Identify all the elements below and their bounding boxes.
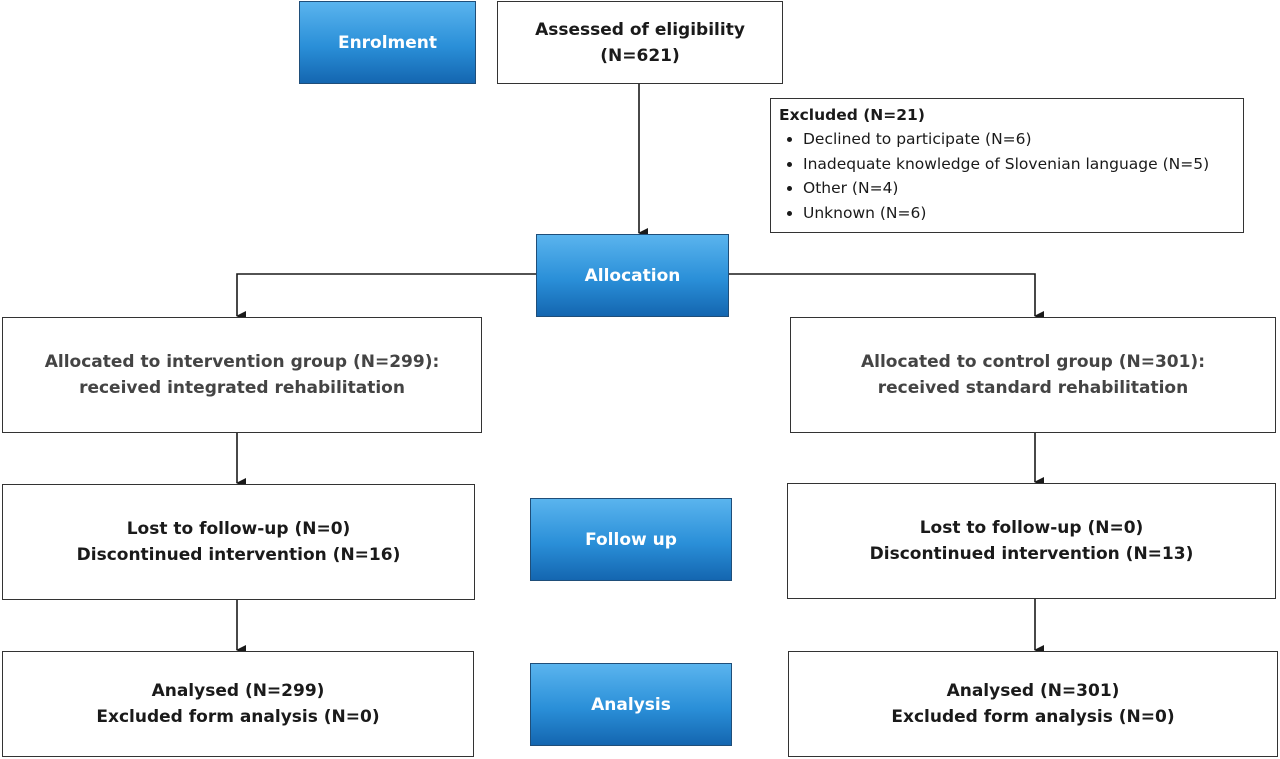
control-followup-line2: Discontinued intervention (N=13) xyxy=(869,544,1194,564)
intervention-analysis-line2: Excluded form analysis (N=0) xyxy=(96,707,380,727)
stage-follow-up-label: Follow up xyxy=(585,529,677,550)
eligibility-box: Assessed of eligibility (N=621) xyxy=(497,1,783,84)
stage-allocation: Allocation xyxy=(536,234,729,317)
excluded-title: Excluded (N=21) xyxy=(779,106,925,124)
excluded-item: Inadequate knowledge of Slovenian langua… xyxy=(803,152,1235,177)
excluded-item: Other (N=4) xyxy=(803,176,1235,201)
arrow-allocation-to-intervention xyxy=(236,273,536,321)
excluded-item: Unknown (N=6) xyxy=(803,201,1235,226)
control-analysis-line2: Excluded form analysis (N=0) xyxy=(891,707,1175,727)
intervention-allocated-line2: received integrated rehabilitation xyxy=(79,378,405,398)
intervention-allocated-line1: Allocated to intervention group (N=299): xyxy=(44,352,440,372)
stage-enrolment-label: Enrolment xyxy=(337,32,438,53)
stage-follow-up: Follow up xyxy=(530,498,732,581)
intervention-followup-line2: Discontinued intervention (N=16) xyxy=(76,545,401,565)
intervention-followup-line1: Lost to follow-up (N=0) xyxy=(126,519,351,539)
control-analysis-line1: Analysed (N=301) xyxy=(946,681,1120,701)
excluded-item: Declined to participate (N=6) xyxy=(803,127,1235,152)
arrow-allocation-to-control xyxy=(729,273,1044,321)
control-allocated-box: Allocated to control group (N=301): rece… xyxy=(790,317,1276,433)
excluded-list: Declined to participate (N=6) Inadequate… xyxy=(779,127,1235,225)
intervention-allocated-box: Allocated to intervention group (N=299):… xyxy=(2,317,482,433)
stage-enrolment: Enrolment xyxy=(299,1,476,84)
stage-allocation-label: Allocation xyxy=(584,265,681,286)
control-allocated-line2: received standard rehabilitation xyxy=(877,378,1189,398)
eligibility-text: Assessed of eligibility (N=621) xyxy=(535,19,745,66)
intervention-followup-box: Lost to follow-up (N=0) Discontinued int… xyxy=(2,484,475,600)
intervention-analysis-box: Analysed (N=299) Excluded form analysis … xyxy=(2,651,474,757)
control-followup-line1: Lost to follow-up (N=0) xyxy=(919,518,1144,538)
control-followup-box: Lost to follow-up (N=0) Discontinued int… xyxy=(787,483,1276,599)
excluded-box: Excluded (N=21) Declined to participate … xyxy=(770,98,1244,233)
control-analysis-box: Analysed (N=301) Excluded form analysis … xyxy=(788,651,1278,757)
stage-analysis-label: Analysis xyxy=(591,694,671,715)
stage-analysis: Analysis xyxy=(530,663,732,746)
intervention-analysis-line1: Analysed (N=299) xyxy=(151,681,325,701)
control-allocated-line1: Allocated to control group (N=301): xyxy=(860,352,1206,372)
